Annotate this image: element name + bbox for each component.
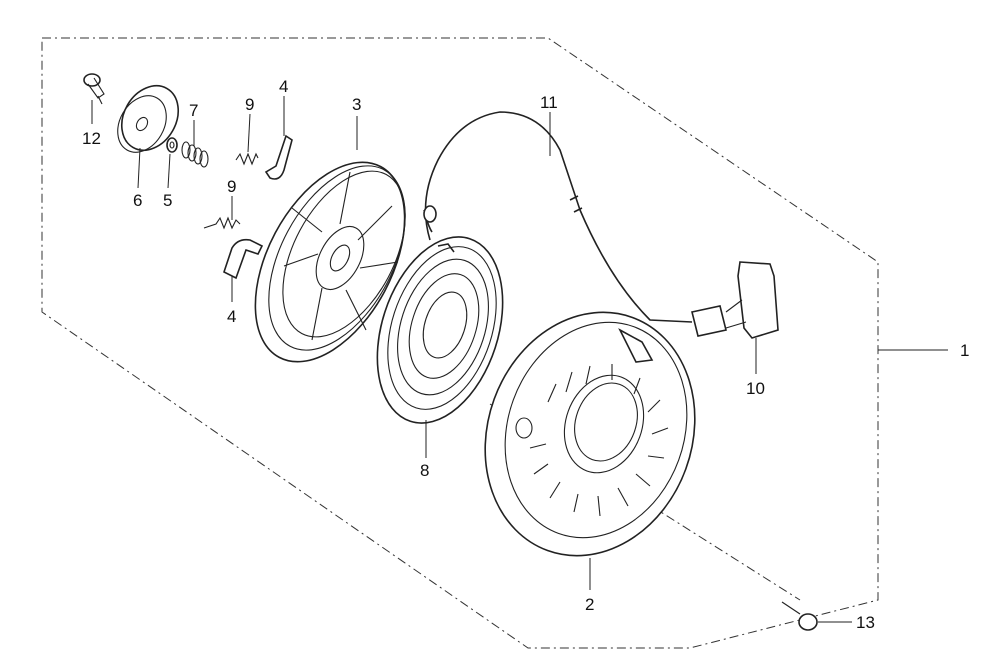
callout-4-lower: 4 <box>227 307 236 326</box>
callout-4-upper: 4 <box>279 77 288 96</box>
callout-12: 12 <box>82 129 101 148</box>
callout-6: 6 <box>133 191 142 210</box>
callout-9-upper: 9 <box>245 95 254 114</box>
starter-case <box>484 311 696 557</box>
washer <box>166 137 178 153</box>
ratchet-spring-lower <box>203 216 241 230</box>
callout-13: 13 <box>856 613 875 632</box>
reel <box>254 161 406 363</box>
callout-9-lower: 9 <box>227 177 236 196</box>
ratchet-guide <box>117 85 180 153</box>
leader-lines <box>91 96 948 623</box>
callout-2: 2 <box>585 595 594 614</box>
return-spring <box>376 236 504 424</box>
ratchet-upper <box>264 134 293 180</box>
callout-3: 3 <box>352 95 361 114</box>
callout-11: 11 <box>540 93 558 112</box>
ratchet-spring-upper <box>235 152 259 166</box>
callout-8: 8 <box>420 461 429 480</box>
ratchet-lower <box>223 238 264 280</box>
grip-handle <box>691 261 779 339</box>
callout-7: 7 <box>189 101 198 120</box>
callout-1: 1 <box>960 341 969 360</box>
starter-rope <box>423 111 693 323</box>
friction-spring <box>181 141 209 168</box>
assembly-outline <box>41 37 879 649</box>
callout-10: 10 <box>746 379 765 398</box>
flange-bolt <box>781 601 818 631</box>
callout-5: 5 <box>163 191 172 210</box>
setting-bolt <box>83 73 105 105</box>
